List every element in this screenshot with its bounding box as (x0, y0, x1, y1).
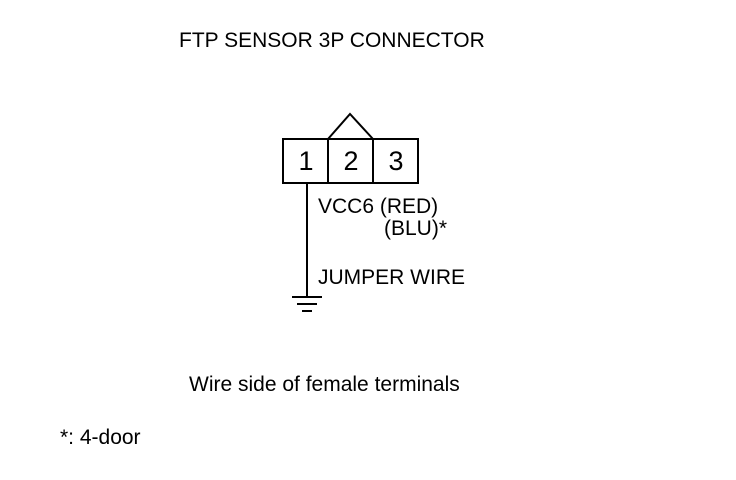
connector-pin-3: 3 (388, 146, 404, 176)
locking-tab (327, 112, 374, 140)
vcc-wire-label: VCC6 (RED) (318, 195, 439, 218)
connector-body (282, 138, 419, 184)
alt-wire-color-label: (BLU)* (384, 217, 448, 240)
footnote: *: 4-door (60, 426, 141, 449)
view-caption: Wire side of female terminals (189, 373, 460, 396)
connector-pin-1: 1 (298, 146, 314, 176)
connector-pin-2: 2 (343, 146, 359, 176)
jumper-wire-label: JUMPER WIRE (318, 266, 465, 289)
diagram-title: FTP SENSOR 3P CONNECTOR (179, 29, 485, 52)
ground-icon (292, 296, 322, 312)
